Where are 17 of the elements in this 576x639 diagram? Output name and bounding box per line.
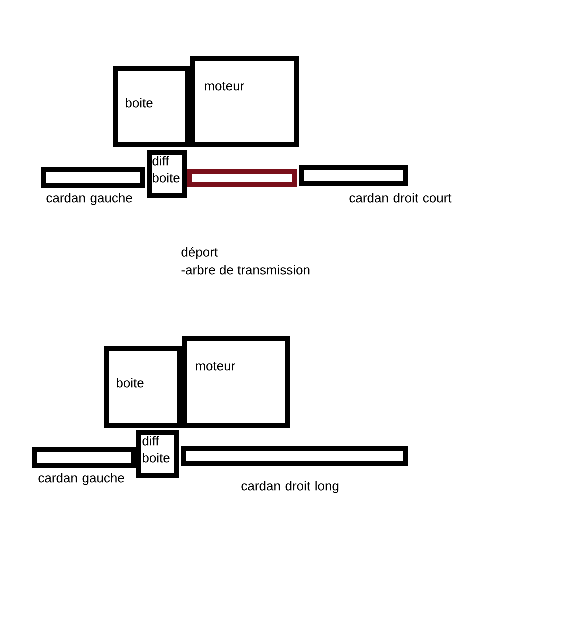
node-label: cardan gauche: [38, 473, 124, 486]
part-box: boite: [113, 66, 190, 147]
note-text: -arbre de transmission: [182, 265, 310, 275]
node-label: cardan droit court: [350, 193, 452, 203]
node-label: cardan gauche: [46, 193, 132, 206]
part-box: diff boite: [147, 150, 187, 198]
node-label: cardan droit long: [242, 481, 339, 494]
part-box: diff boite: [136, 430, 179, 478]
shaft-bar: cardan droit court: [299, 165, 452, 203]
shaft-bar: cardan droit long: [181, 446, 408, 494]
shaft-bar: cardan gauche: [32, 447, 136, 486]
part-box: moteur: [190, 56, 299, 147]
part-box: boite: [104, 346, 182, 428]
part-box: moteur: [182, 336, 290, 428]
shaft-bar: cardan gauche: [41, 167, 145, 206]
shaft-bar: [187, 169, 297, 187]
note-text: déport: [182, 247, 218, 260]
